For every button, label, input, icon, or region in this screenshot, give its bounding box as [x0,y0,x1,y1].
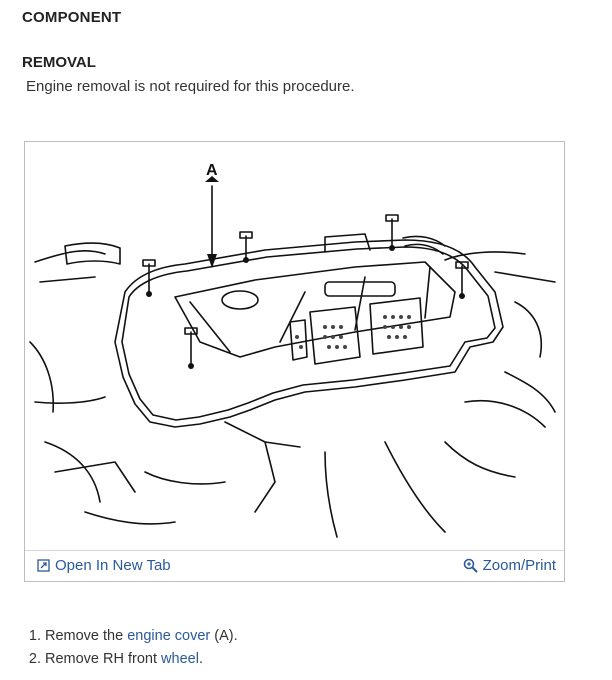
figure-toolbar: Open In New Tab Zoom/Print [25,550,564,581]
open-in-new-tab-link[interactable]: Open In New Tab [37,557,171,574]
magnifier-icon [463,558,478,573]
figure-container: A Open In New Tab Zoom/Print [24,141,565,582]
zoom-print-label: Zoom/Print [482,557,556,574]
step-item: Remove the engine cover (A). [45,625,238,648]
zoom-print-link[interactable]: Zoom/Print [463,557,556,574]
open-new-tab-icon [37,559,50,572]
step-text-suffix: . [198,651,203,667]
open-in-new-tab-label: Open In New Tab [55,557,171,574]
step-text: Remove the [45,628,128,644]
callout-label: A [206,162,218,179]
step-text: Remove RH front [45,651,162,667]
removal-heading: REMOVAL [22,54,96,71]
intro-text: Engine removal is not required for this … [26,78,355,95]
procedure-steps: Remove the engine cover (A). Remove RH f… [27,625,238,671]
step-text-suffix: (A). [210,628,238,644]
engine-cover-link[interactable]: engine cover [127,628,211,644]
section-title: COMPONENT [22,9,122,26]
engine-cover-illustration: A [29,162,556,538]
step-item: Remove RH front wheel. [45,648,238,671]
wheel-link[interactable]: wheel [161,651,199,667]
